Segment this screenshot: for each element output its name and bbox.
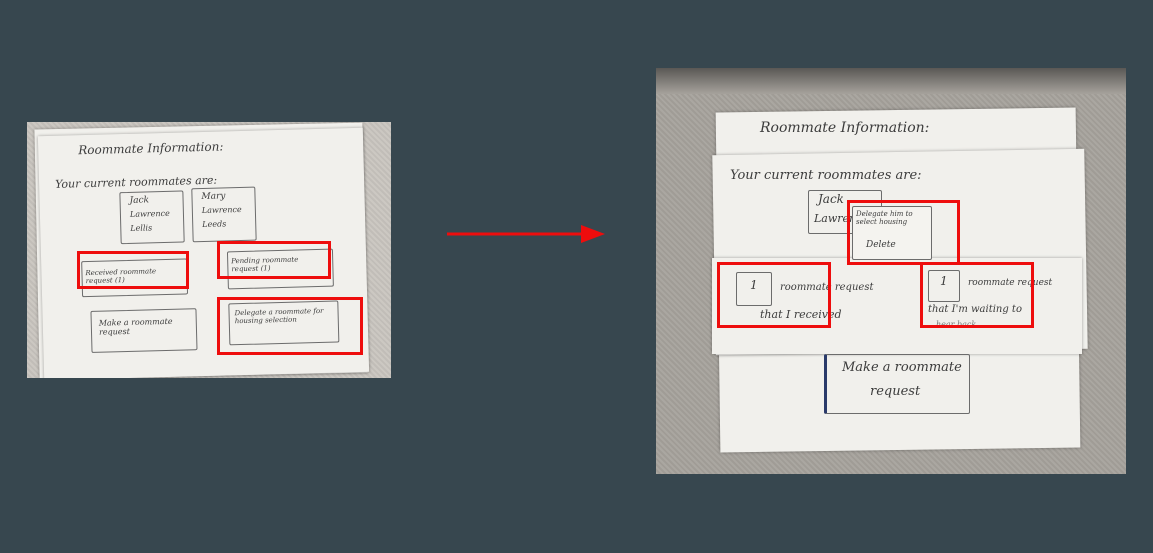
make-request-box-right — [824, 354, 970, 414]
menu-delete-label: Delete — [866, 240, 896, 250]
roommate-1-line3: Lellis — [130, 223, 153, 233]
highlight-context-menu — [847, 200, 960, 265]
sketch-title-right: Roommate Information: — [760, 120, 930, 136]
highlight-received-request — [77, 251, 189, 289]
make-request-label: Make a roommate request — [98, 316, 173, 337]
received-text-line1: roommate request — [780, 282, 874, 293]
waiting-text-line1: roommate request — [968, 278, 1053, 288]
waiting-count: 1 — [940, 274, 948, 288]
highlight-pending-request — [217, 241, 331, 279]
waiting-count-box — [928, 270, 960, 302]
right-arrow-icon — [447, 225, 605, 243]
roommate-2-line2: Lawrence — [201, 204, 242, 216]
sketch-subtitle-right: Your current roommates are: — [730, 168, 922, 183]
menu-delegate-label: Delegate him to select housing — [856, 210, 913, 226]
paper-overlay-strip — [712, 258, 1082, 354]
received-count-box — [736, 272, 772, 306]
make-request-line2: request — [870, 384, 921, 399]
sketch-photo-after: Roommate Information: Your current roomm… — [656, 68, 1126, 474]
make-request-line1: Make a roommate — [842, 360, 962, 375]
highlight-waiting-count — [920, 262, 1034, 328]
waiting-text-line2: that I'm waiting to — [928, 304, 1022, 315]
desk-shadow — [656, 68, 1126, 94]
roommate-name: Jack — [818, 192, 844, 206]
roommate-2-name: Mary — [201, 191, 226, 203]
roommate-2-line3: Leeds — [202, 219, 227, 230]
received-text-line2: that I received — [760, 308, 842, 321]
roommate-1-line2: Lawrence — [129, 208, 170, 219]
roommate-1-name: Jack — [129, 195, 150, 206]
highlight-received-count — [717, 262, 831, 328]
context-menu — [852, 206, 932, 260]
highlight-delegate — [217, 297, 363, 355]
waiting-text-line3: hear back — [936, 320, 977, 329]
sketch-title: Roommate Information: — [78, 139, 224, 158]
received-count: 1 — [750, 278, 758, 292]
